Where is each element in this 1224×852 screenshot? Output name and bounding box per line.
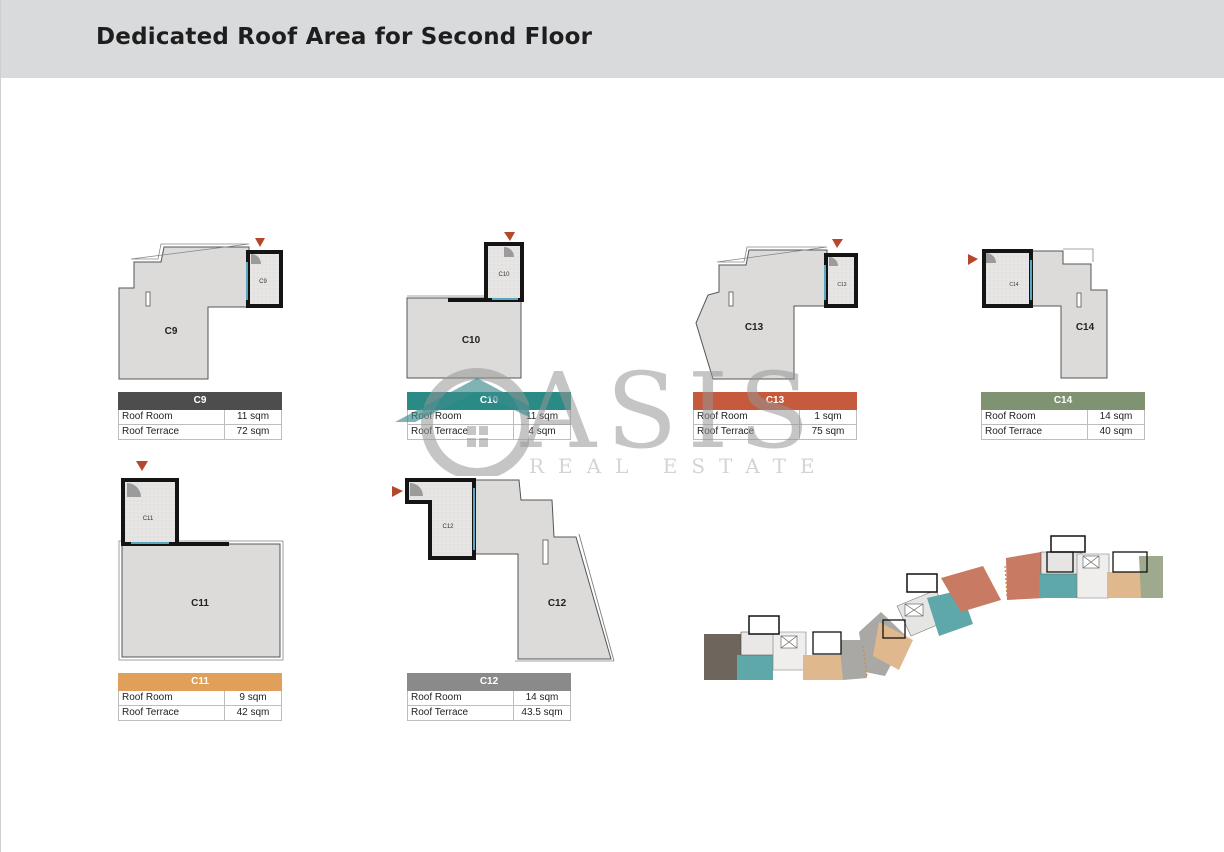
plan-c13: C13 C13: [695, 239, 858, 380]
unit-table-header: C14: [981, 392, 1145, 410]
header-bar: Dedicated Roof Area for Second Floor: [1, 0, 1224, 78]
plan-c11: C11 C11: [118, 461, 284, 661]
unit-label: C11: [191, 598, 209, 609]
plan-c12: C12 C12: [392, 478, 615, 662]
plan-c14: C14 C14: [968, 248, 1108, 379]
plan-c10: C10 C10: [406, 232, 524, 379]
entry-marker-icon: [832, 239, 843, 248]
unit-table-header: C10: [407, 392, 571, 410]
plan-c9: C9 C9: [118, 238, 283, 380]
room-label: C13: [837, 282, 846, 288]
entry-marker-icon: [392, 486, 403, 497]
entry-marker-icon: [255, 238, 265, 247]
unit-label: C13: [745, 322, 764, 333]
room-label: C14: [1009, 282, 1018, 288]
entry-marker-icon: [968, 254, 978, 265]
unit-label: C9: [165, 326, 178, 337]
room-label: C10: [498, 272, 510, 278]
entry-marker-icon: [504, 232, 515, 241]
entry-marker-icon: [136, 461, 148, 471]
room-label: C11: [143, 516, 154, 522]
room-label: C9: [259, 279, 267, 285]
unit-label: C10: [462, 335, 481, 346]
unit-label: C12: [548, 598, 567, 609]
unit-label: C14: [1076, 322, 1095, 333]
unit-table-header: C12: [407, 673, 571, 691]
unit-table-header: C13: [693, 392, 857, 410]
key-plan: [704, 535, 1163, 680]
page-title: Dedicated Roof Area for Second Floor: [96, 24, 593, 50]
room-label: C12: [442, 524, 454, 530]
unit-table-header: C11: [118, 673, 282, 691]
unit-table-header: C9: [118, 392, 282, 410]
